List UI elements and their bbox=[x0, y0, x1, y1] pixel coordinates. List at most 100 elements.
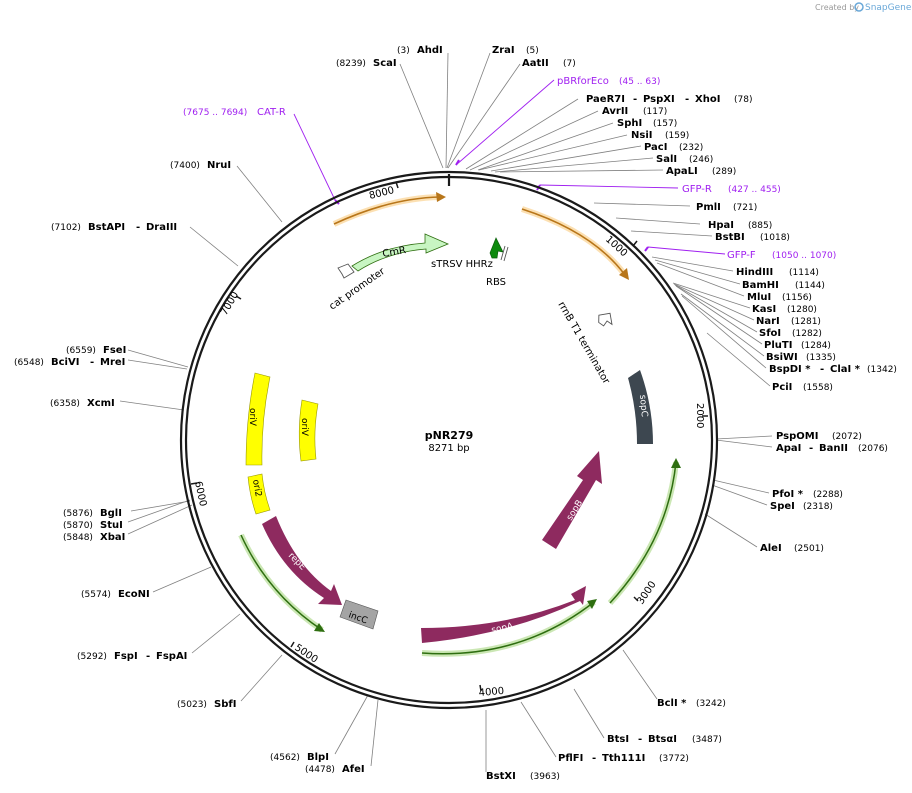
plasmid-name: pNR279 bbox=[425, 429, 474, 442]
site-bsiwi[interactable]: BsiWI bbox=[766, 352, 798, 363]
site-pcii[interactable]: PciI bbox=[772, 382, 792, 393]
site-mlui[interactable]: MluI bbox=[747, 292, 771, 303]
site-pspxi[interactable]: PspXI bbox=[643, 94, 675, 105]
site-xcmi[interactable]: XcmI bbox=[87, 398, 115, 409]
position-ticks bbox=[190, 181, 708, 692]
ori2-label: ori2 bbox=[250, 479, 263, 498]
site-btsai-pos: (3487) bbox=[692, 735, 722, 745]
site-avrii[interactable]: AvrII bbox=[602, 106, 628, 117]
site-bcli-pos: (3242) bbox=[696, 699, 726, 709]
oriv-feature-2 bbox=[298, 399, 319, 462]
site-sphi[interactable]: SphI bbox=[617, 118, 642, 129]
site-fspi-pos: (5292) bbox=[77, 652, 107, 662]
site-paci[interactable]: PacI bbox=[644, 142, 667, 153]
site-pluti[interactable]: PluTI bbox=[764, 340, 792, 351]
site-banii[interactable]: BanII bbox=[819, 443, 848, 454]
site-alei[interactable]: AleI bbox=[760, 543, 782, 554]
sep-bcivi: - bbox=[90, 357, 94, 368]
plasmid-size: 8271 bp bbox=[428, 443, 469, 454]
site-bcivi-pos: (6548) bbox=[14, 358, 44, 368]
primer-leader-lines bbox=[293, 79, 726, 255]
site-pluti-pos: (1284) bbox=[801, 341, 831, 351]
primer-pbrforeco-name[interactable]: pBRforEco bbox=[557, 76, 609, 87]
sopc-label: sopC bbox=[637, 394, 649, 417]
site-btsi[interactable]: BtsI bbox=[607, 734, 629, 745]
site-kasi[interactable]: KasI bbox=[752, 304, 776, 315]
site-xhoi[interactable]: XhoI bbox=[695, 94, 720, 105]
tick-label-2000: 2000 bbox=[694, 403, 705, 428]
site-sbfi[interactable]: SbfI bbox=[214, 699, 236, 710]
site-pfoi[interactable]: PfoI * bbox=[772, 489, 804, 500]
primer-gfp-r-name[interactable]: GFP-R bbox=[682, 184, 712, 195]
site-tth111i[interactable]: Tth111I bbox=[602, 753, 645, 764]
sopb-feature bbox=[542, 451, 602, 549]
site-fsei[interactable]: FseI bbox=[103, 345, 126, 356]
site-draiii[interactable]: DraIII bbox=[146, 222, 177, 233]
site-fspi[interactable]: FspI bbox=[114, 651, 138, 662]
site-hpai[interactable]: HpaI bbox=[708, 220, 734, 231]
site-nrui[interactable]: NruI bbox=[207, 160, 231, 171]
sep-pspxi: - bbox=[685, 94, 689, 105]
site-sali[interactable]: SalI bbox=[656, 154, 677, 165]
site-stui[interactable]: StuI bbox=[100, 520, 123, 531]
rbs-tick-b bbox=[503, 246, 509, 262]
site-fspai[interactable]: FspAI bbox=[156, 651, 187, 662]
site-tth111i-pos: (3772) bbox=[659, 754, 689, 764]
site-pflfi[interactable]: PflFI bbox=[558, 753, 583, 764]
tick-label-6000: 6000 bbox=[192, 480, 208, 507]
site-sfoi-pos: (1282) bbox=[792, 329, 822, 339]
site-bstxi[interactable]: BstXI bbox=[486, 771, 516, 782]
site-afei[interactable]: AfeI bbox=[342, 764, 365, 775]
site-spei[interactable]: SpeI bbox=[770, 501, 795, 512]
rbs-tick-a bbox=[500, 245, 506, 261]
site-zrai-pos: (5) bbox=[526, 46, 539, 56]
cat-promoter-arrow bbox=[337, 263, 355, 279]
primer-gfp-r-range: (427 .. 455) bbox=[728, 185, 781, 195]
site-bcli[interactable]: BclI * bbox=[657, 698, 687, 709]
site-pcii-pos: (1558) bbox=[803, 383, 833, 393]
site-sfoi[interactable]: SfoI bbox=[759, 328, 781, 339]
primer-gfp-f-name[interactable]: GFP-F bbox=[727, 250, 756, 261]
rbs-label: RBS bbox=[486, 277, 506, 288]
site-pmli[interactable]: PmlI bbox=[696, 202, 721, 213]
site-bamhi[interactable]: BamHI bbox=[742, 280, 779, 291]
site-bspdi[interactable]: BspDI * bbox=[769, 364, 811, 375]
site-clai[interactable]: ClaI * bbox=[830, 364, 861, 375]
site-nari-pos: (1281) bbox=[791, 317, 821, 327]
sopc-feature bbox=[628, 370, 653, 444]
site-mlui-pos: (1156) bbox=[782, 293, 812, 303]
site-aatii[interactable]: AatII bbox=[522, 58, 549, 69]
site-pspomi[interactable]: PspOMI bbox=[776, 431, 818, 442]
site-blpi-pos: (4562) bbox=[270, 753, 300, 763]
site-bstapi-pos: (7102) bbox=[51, 223, 81, 233]
site-hindiii[interactable]: HindIII bbox=[736, 267, 773, 278]
site-scai[interactable]: ScaI bbox=[373, 58, 397, 69]
site-econi[interactable]: EcoNI bbox=[118, 589, 150, 600]
site-bcivi[interactable]: BciVI bbox=[51, 357, 79, 368]
sopa-feature bbox=[421, 586, 586, 643]
site-mrei[interactable]: MreI bbox=[100, 357, 125, 368]
site-hindiii-pos: (1114) bbox=[789, 268, 819, 278]
site-bstbi-pos: (1018) bbox=[760, 233, 790, 243]
site-zrai[interactable]: ZraI bbox=[492, 45, 515, 56]
oriv-feature-1 bbox=[245, 372, 271, 466]
rrnb-label: rrnB T1 terminator bbox=[555, 300, 611, 387]
site-bsiwi-pos: (1335) bbox=[806, 353, 836, 363]
site-spei-pos: (2318) bbox=[803, 502, 833, 512]
sep-paer7i: - bbox=[633, 94, 637, 105]
site-bstbi[interactable]: BstBI bbox=[715, 232, 745, 243]
primer-cat-r-name[interactable]: CAT-R bbox=[257, 107, 286, 118]
site-blpi[interactable]: BlpI bbox=[307, 752, 329, 763]
site-apai[interactable]: ApaI bbox=[776, 443, 801, 454]
site-bgli[interactable]: BglI bbox=[100, 508, 122, 519]
site-nsii[interactable]: NsiI bbox=[631, 130, 652, 141]
site-nari[interactable]: NarI bbox=[756, 316, 780, 327]
site-pmli-pos: (721) bbox=[733, 203, 757, 213]
site-ahdi[interactable]: AhdI bbox=[417, 45, 443, 56]
site-paer7i[interactable]: PaeR7I bbox=[586, 94, 625, 105]
site-btsai[interactable]: BtsαI bbox=[648, 734, 677, 745]
site-bstapi[interactable]: BstAPI bbox=[88, 222, 125, 233]
site-xbai[interactable]: XbaI bbox=[100, 532, 125, 543]
site-xcmi-pos: (6358) bbox=[50, 399, 80, 409]
site-apali[interactable]: ApaLI bbox=[666, 166, 698, 177]
